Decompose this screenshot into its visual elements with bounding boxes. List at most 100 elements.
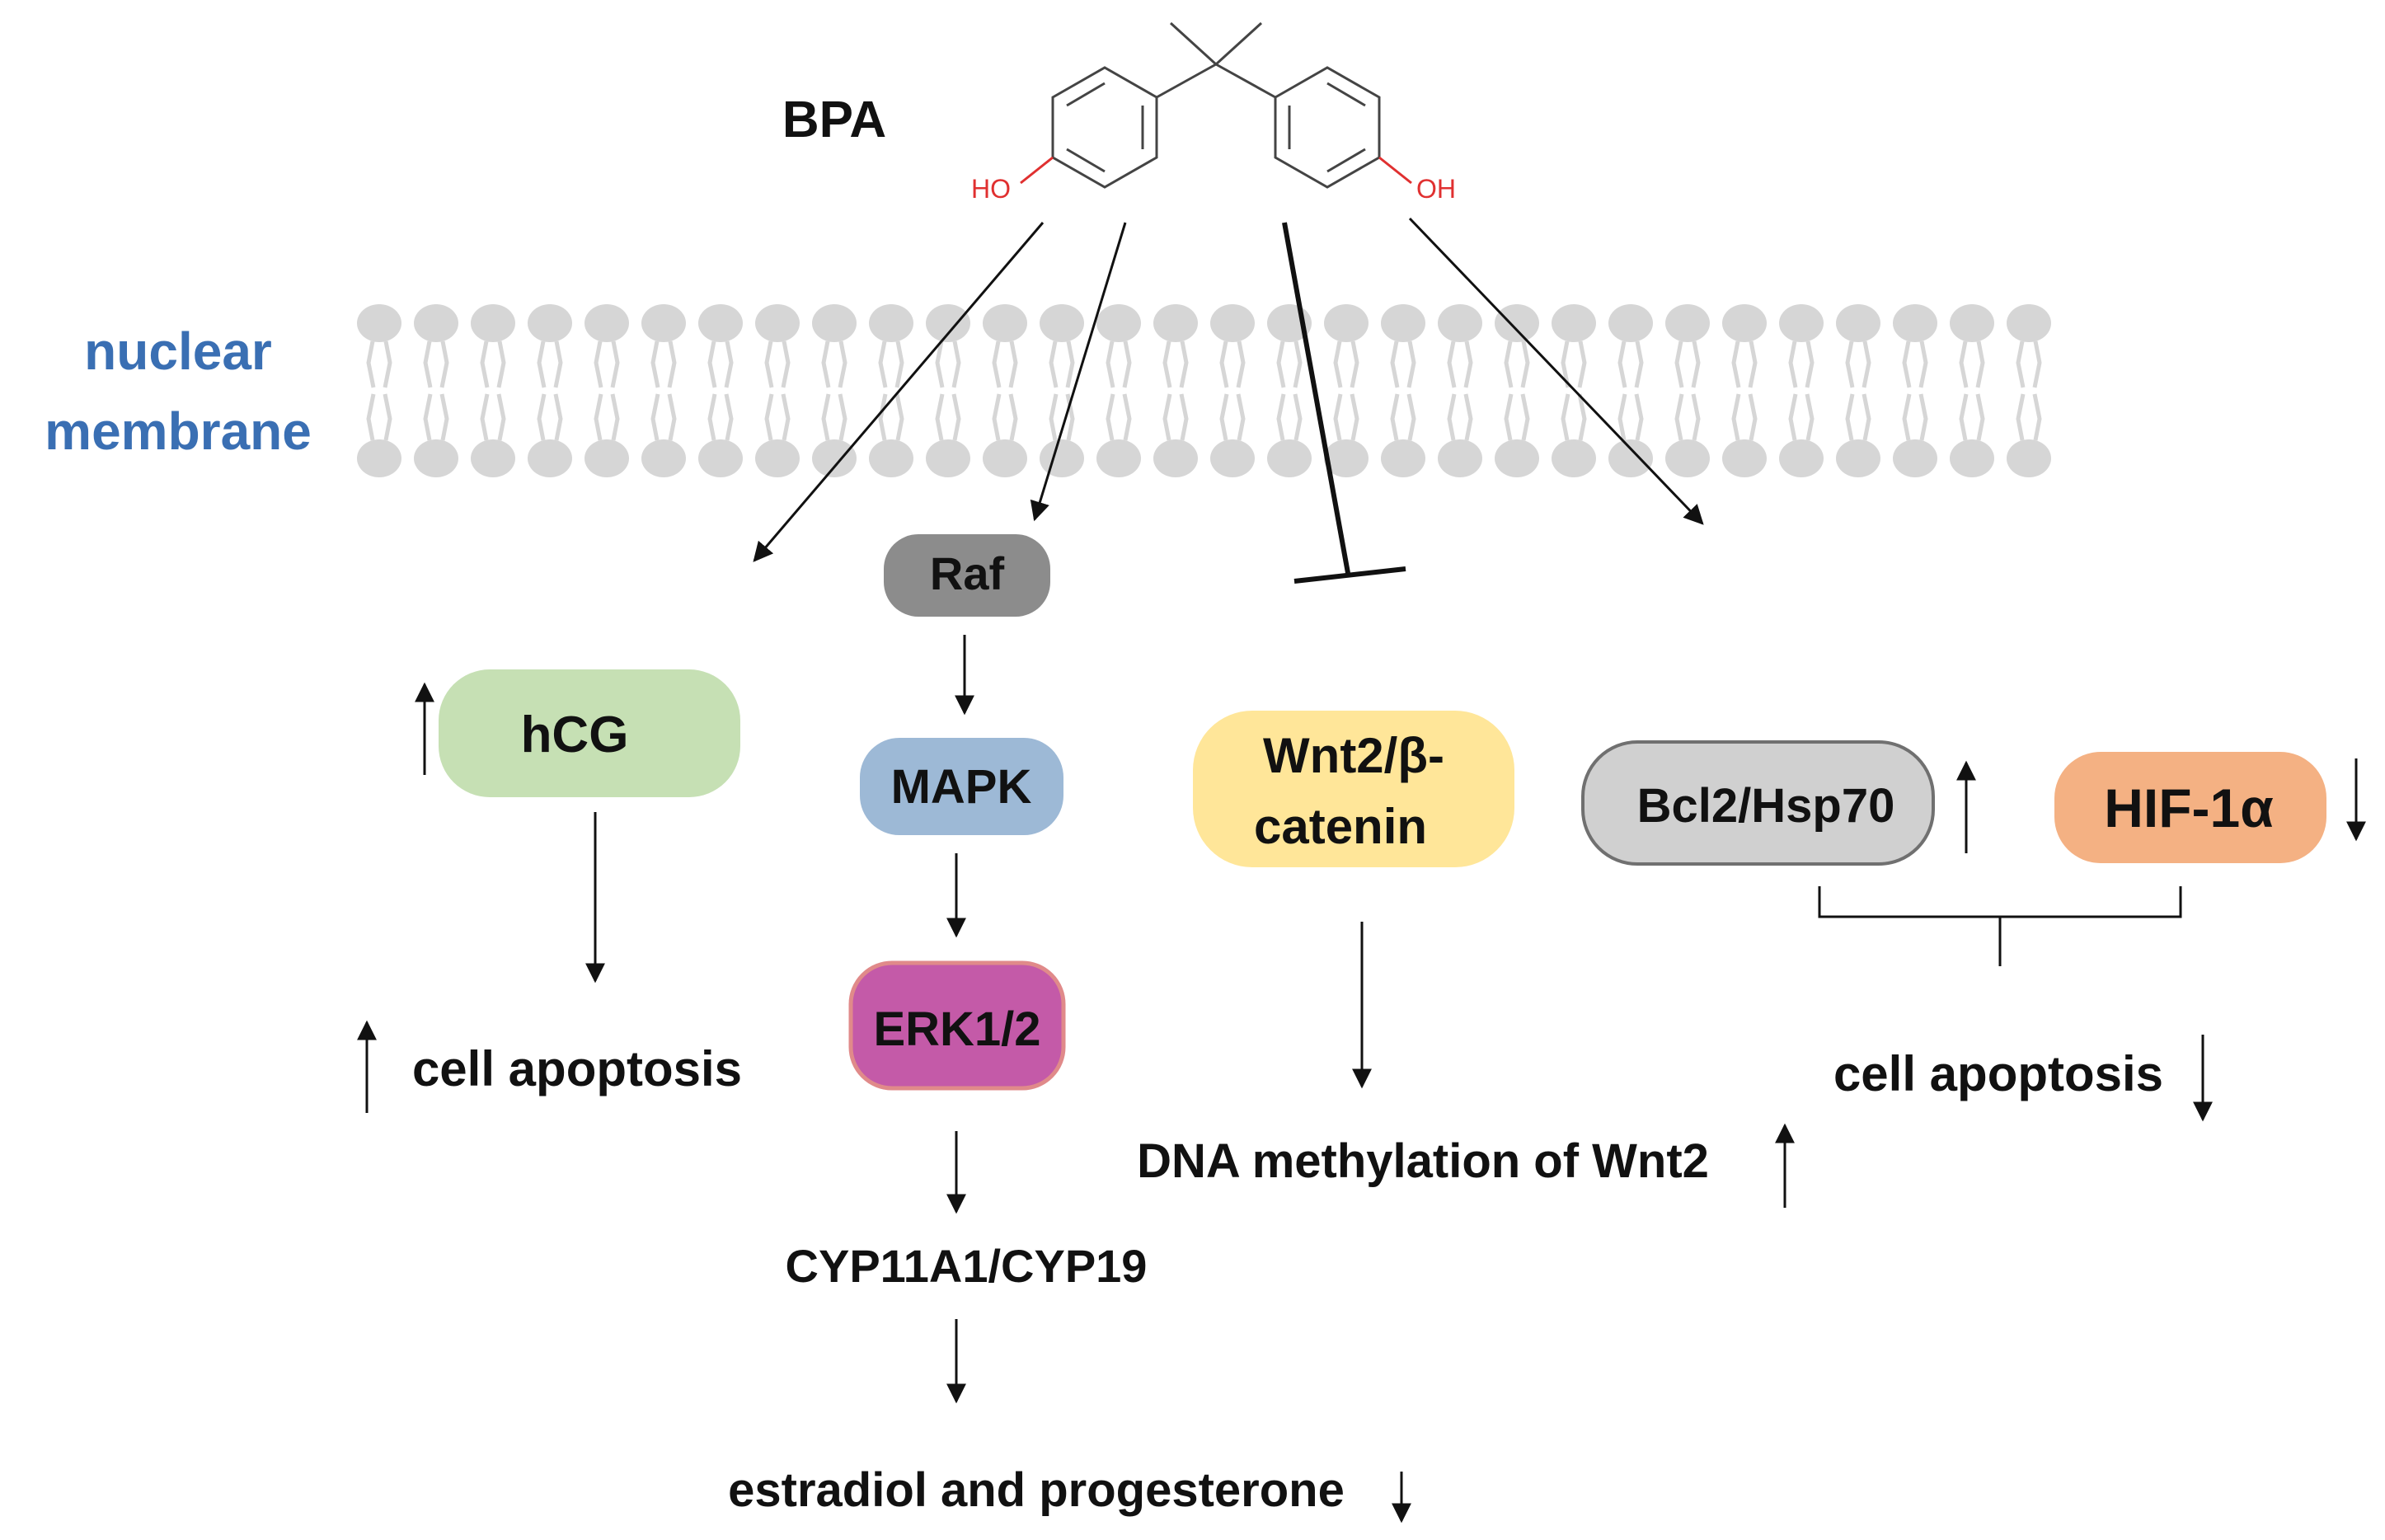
- lipid-part: [878, 393, 904, 441]
- membrane-label-line1: nuclear: [84, 322, 272, 381]
- lipid-part: [1893, 304, 1937, 342]
- lipid-part: [585, 439, 629, 477]
- lipid-part: [869, 439, 913, 477]
- lipid-part: [480, 340, 506, 388]
- dna-methylation-label: DNA methylation of Wnt2: [1137, 1134, 1709, 1188]
- lipid-part: [1665, 439, 1710, 477]
- bcl2-label: Bcl2/Hsp70: [1637, 779, 1895, 833]
- bcl2-hif-bracket: [1818, 886, 2182, 966]
- lipid-part: [357, 439, 401, 477]
- lipid-part: [1096, 439, 1141, 477]
- lipid-part: [935, 393, 961, 441]
- lipid-part: [1495, 439, 1539, 477]
- lipid-part: [1106, 340, 1132, 388]
- cell-apoptosis-left-label: cell apoptosis: [412, 1041, 742, 1096]
- lipid-bilayer: [357, 304, 2051, 477]
- lipid-part: [1447, 393, 1473, 441]
- lipid-part: [869, 304, 913, 342]
- hydroxyl-left-label: HO: [971, 174, 1011, 204]
- lipid-part: [1608, 439, 1653, 477]
- lipid-part: [983, 304, 1027, 342]
- wnt-label-line1: Wnt2/β-: [1263, 728, 1444, 783]
- mapk-node: MAPK: [860, 738, 1063, 835]
- mapk-label: MAPK: [891, 760, 1032, 814]
- lipid-part: [1959, 393, 1985, 441]
- cyp-label: CYP11A1/CYP19: [786, 1240, 1148, 1292]
- lipid-part: [698, 304, 743, 342]
- lipid-part: [1495, 304, 1539, 342]
- lipid-part: [1162, 340, 1189, 388]
- lipid-part: [1552, 304, 1596, 342]
- lipid-part: [650, 393, 677, 441]
- wnt-node: Wnt2/β- catenin: [1193, 711, 1514, 867]
- lipid-part: [812, 304, 857, 342]
- lipid-part: [1381, 439, 1425, 477]
- lipid-part: [1333, 340, 1359, 388]
- hcg-node: hCG: [439, 669, 740, 797]
- wnt-label-line2: catenin: [1254, 799, 1427, 854]
- lipid-part: [366, 393, 392, 441]
- lipid-part: [1153, 304, 1198, 342]
- lipid-part: [1438, 439, 1482, 477]
- lipid-part: [1561, 393, 1587, 441]
- lipid-part: [1162, 393, 1189, 441]
- hif-label: HIF-1α: [2104, 777, 2274, 838]
- erk-node: ERK1/2: [848, 960, 1066, 1091]
- lipid-part: [926, 439, 970, 477]
- lipid-part: [755, 439, 800, 477]
- lipid-part: [594, 340, 620, 388]
- lipid-part: [1902, 340, 1928, 388]
- lipid-part: [1210, 304, 1255, 342]
- lipid-part: [1674, 340, 1701, 388]
- lipid-part: [528, 439, 572, 477]
- lipid-part: [1333, 393, 1359, 441]
- lipid-part: [821, 340, 847, 388]
- lipid-part: [926, 304, 970, 342]
- lipid-part: [764, 340, 791, 388]
- lipid-part: [471, 304, 515, 342]
- lipid-part: [423, 340, 449, 388]
- lipid-part: [1731, 340, 1758, 388]
- lipid-part: [1950, 439, 1994, 477]
- bpa-arrows: [753, 217, 1704, 562]
- lipid-part: [1779, 304, 1824, 342]
- lipid-part: [1552, 439, 1596, 477]
- lipid-part: [1788, 393, 1815, 441]
- lipid-part: [1608, 304, 1653, 342]
- lipid-part: [537, 393, 563, 441]
- lipid-part: [1836, 304, 1880, 342]
- lipid-part: [812, 439, 857, 477]
- raf-node: Raf: [884, 534, 1050, 617]
- lipid-part: [1219, 393, 1246, 441]
- lipid-part: [1040, 304, 1084, 342]
- lipid-part: [414, 439, 458, 477]
- lipid-part: [1438, 304, 1482, 342]
- lipid-part: [1959, 340, 1985, 388]
- cell-apoptosis-right-label: cell apoptosis: [1833, 1046, 2163, 1101]
- lipid-part: [878, 340, 904, 388]
- lipid-part: [821, 393, 847, 441]
- lipid-part: [1390, 340, 1416, 388]
- lipid-part: [1276, 393, 1303, 441]
- lipid-part: [707, 393, 734, 441]
- lipid-part: [641, 304, 686, 342]
- lipid-part: [1902, 393, 1928, 441]
- lipid-part: [983, 439, 1027, 477]
- lipid-part: [1390, 393, 1416, 441]
- lipid-part: [992, 393, 1018, 441]
- lipid-part: [707, 340, 734, 388]
- inhibition-bpa-to-wnt: [1282, 222, 1406, 584]
- lipid-part: [1324, 439, 1369, 477]
- estradiol-label: estradiol and progesterone: [728, 1463, 1345, 1517]
- lipid-part: [1722, 439, 1767, 477]
- lipid-part: [471, 439, 515, 477]
- lipid-part: [1665, 304, 1710, 342]
- lipid-part: [414, 304, 458, 342]
- bpa-molecule: BPA HO OH: [782, 21, 1456, 204]
- lipid-part: [1561, 340, 1587, 388]
- lipid-part: [1040, 439, 1084, 477]
- membrane-label: nuclear membrane: [45, 322, 312, 461]
- arrow-bpa-to-raf: [1030, 222, 1127, 522]
- hcg-label: hCG: [521, 707, 629, 763]
- lipid-part: [1950, 304, 1994, 342]
